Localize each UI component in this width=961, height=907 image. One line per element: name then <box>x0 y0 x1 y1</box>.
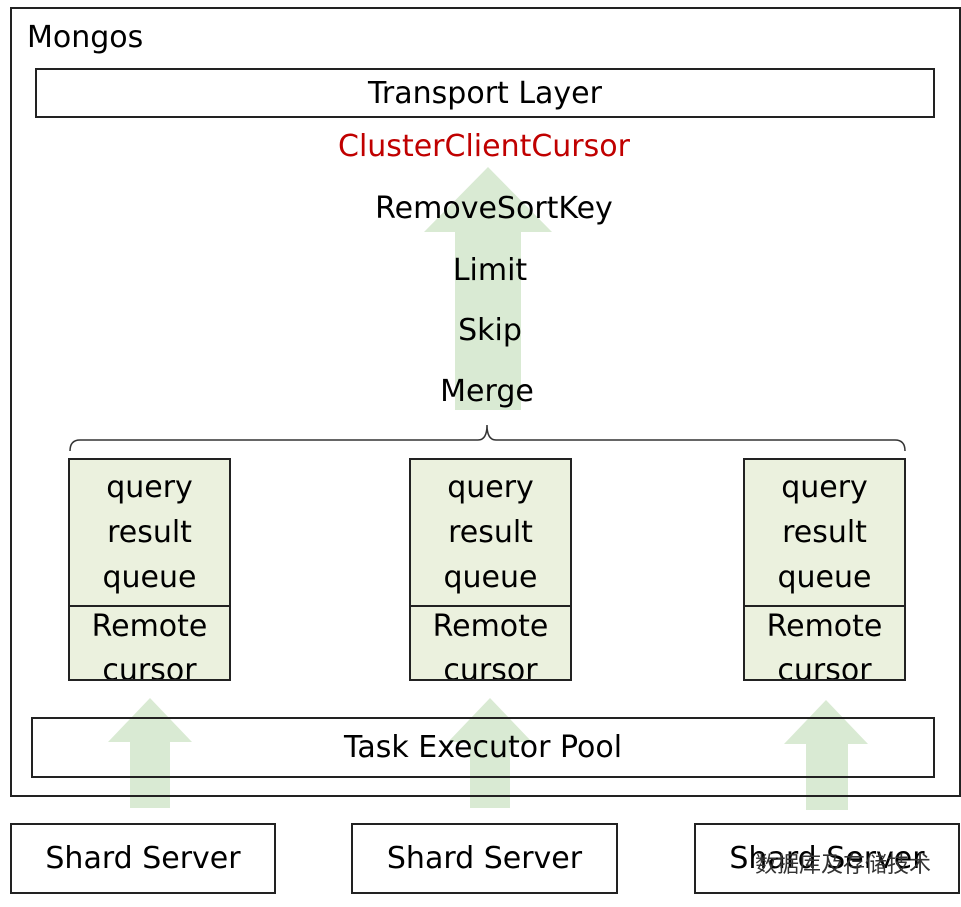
queue-line: result <box>448 515 533 550</box>
remote-cursor: Remote cursor <box>70 605 229 679</box>
shard-arrow-1 <box>108 698 192 808</box>
shard-arrow-2 <box>448 698 532 808</box>
remote-cursor: Remote cursor <box>411 605 570 679</box>
queue-line: queue <box>443 560 538 595</box>
merge-brace <box>69 424 906 452</box>
queue-line: queue <box>102 560 197 595</box>
queue-box-1: query result queue Remote cursor <box>68 458 231 681</box>
cursor-line: cursor <box>443 653 538 679</box>
shard-server-2: Shard Server <box>351 823 618 894</box>
stage-skip: Skip <box>458 313 522 348</box>
query-result-queue: query result queue <box>70 460 229 607</box>
queue-line: result <box>782 515 867 550</box>
mongos-title: Mongos <box>27 20 144 55</box>
queue-line: query <box>106 470 193 505</box>
cursor-line: cursor <box>777 653 872 679</box>
stage-cluster-client-cursor: ClusterClientCursor <box>338 129 630 164</box>
watermark: 数据库及存储技术 <box>754 853 931 878</box>
cursor-line: Remote <box>766 609 883 644</box>
transport-layer: Transport Layer <box>35 68 935 118</box>
cursor-line: cursor <box>102 653 197 679</box>
stage-merge: Merge <box>440 374 534 409</box>
cursor-line: Remote <box>432 609 549 644</box>
query-result-queue: query result queue <box>745 460 904 607</box>
queue-line: result <box>107 515 192 550</box>
remote-cursor: Remote cursor <box>745 605 904 679</box>
cursor-line: Remote <box>91 609 208 644</box>
queue-box-2: query result queue Remote cursor <box>409 458 572 681</box>
queue-line: query <box>781 470 868 505</box>
stage-remove-sort-key: RemoveSortKey <box>375 191 613 226</box>
queue-box-3: query result queue Remote cursor <box>743 458 906 681</box>
stage-limit: Limit <box>452 253 528 288</box>
shard-server-3: Shard Server <box>694 823 960 894</box>
query-result-queue: query result queue <box>411 460 570 607</box>
pipeline-arrow <box>424 167 552 410</box>
task-executor-pool: Task Executor Pool <box>31 717 935 778</box>
shard-server-1: Shard Server <box>10 823 276 894</box>
queue-line: queue <box>777 560 872 595</box>
mongos-container <box>10 7 961 797</box>
queue-line: query <box>447 470 534 505</box>
shard-arrow-3 <box>784 700 868 810</box>
